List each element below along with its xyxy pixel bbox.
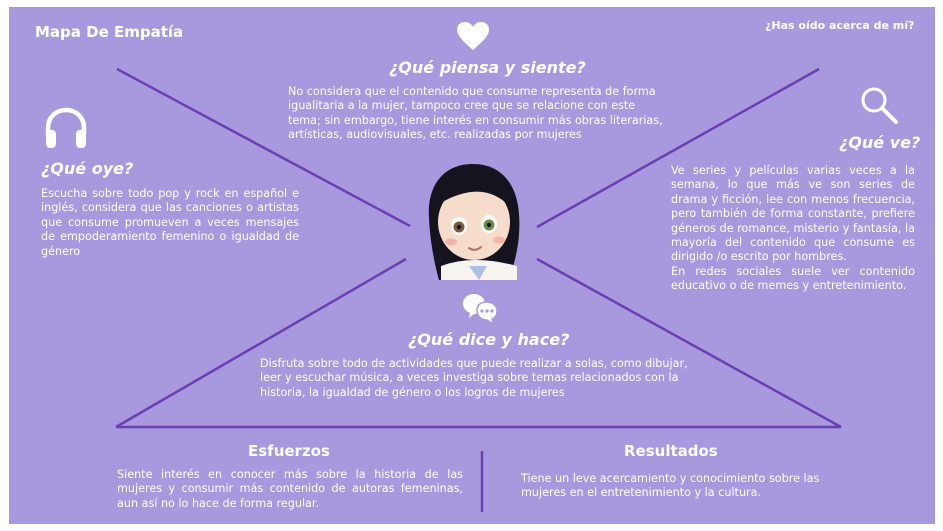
quadrant-lines [115,67,842,512]
say-do-heading: ¿Qué dice y hace? [408,330,570,349]
results-text: Tiene un leve acercamiento y conocimient… [521,472,820,500]
headphones-icon [45,107,87,148]
efforts-text: Siente interés en conocer más sobre la h… [117,468,463,510]
divider-top-right [536,67,820,229]
see-heading: ¿Qué ve? [839,133,921,152]
see-text: Ve series y películas varias veces a la … [671,164,915,294]
map-subtitle: ¿Has oído acerca de mí? [765,19,915,32]
persona-avatar [428,164,520,280]
see-text-social: En redes sociales suele ver contenido ed… [671,264,915,293]
see-text-main: Ve series y películas varias veces a la … [671,164,915,264]
magnifier-icon [861,87,898,124]
map-title: Mapa De Empatía [35,23,184,41]
divider-top-left [116,67,411,228]
divider-bottom-right [536,257,842,429]
chat-bubbles-icon [463,294,498,326]
divider-bottom-left [115,257,407,429]
results-heading: Resultados [624,442,718,460]
think-feel-heading: ¿Qué piensa y siente? [389,58,586,77]
think-feel-text: No considera que el contenido que consum… [288,85,663,142]
hear-heading: ¿Qué oye? [41,159,134,178]
say-do-text: Disfruta sobre todo de actividades que p… [260,357,688,399]
efforts-heading: Esfuerzos [248,442,330,460]
hear-text: Escucha sobre todo pop y rock en español… [41,187,299,258]
heart-icon [457,22,489,50]
empathy-map-board: Mapa De Empatía ¿Has oído acerca de mí? … [9,7,935,524]
